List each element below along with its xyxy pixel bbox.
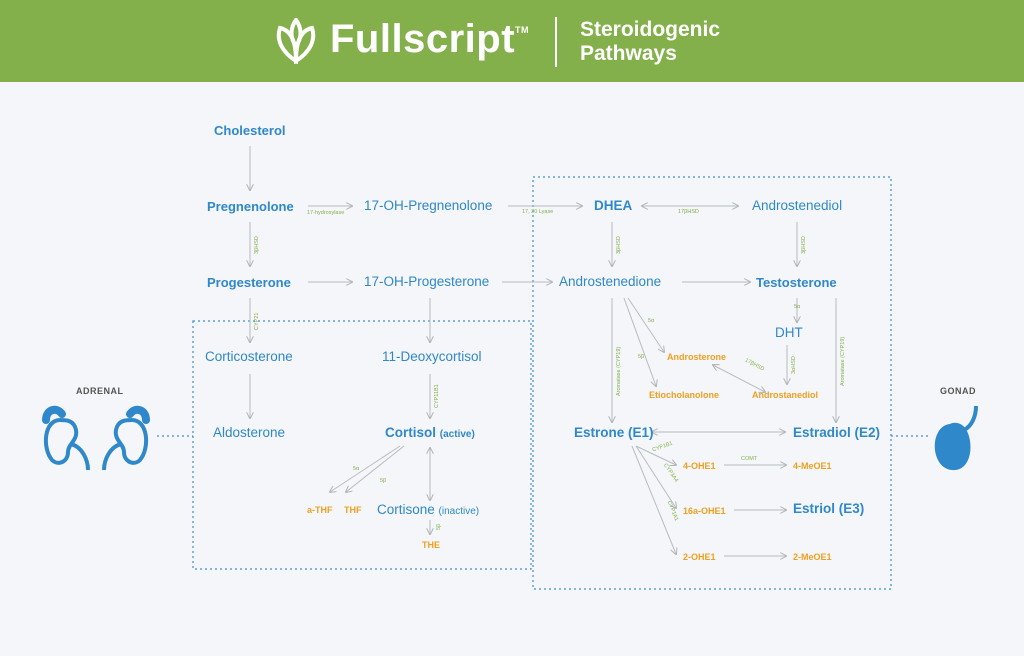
- node-2-ohe1: 2-OHE1: [683, 552, 716, 562]
- enzyme-cyp11b1: CYP11B1: [434, 384, 440, 408]
- node-estrone: Estrone (E1): [574, 425, 654, 440]
- enzyme-5a-andro: 5α: [648, 318, 655, 324]
- node-androsterone: Androsterone: [667, 352, 727, 362]
- node-dhea: DHEA: [594, 198, 633, 213]
- node-pregnenolone: Pregnenolone: [207, 199, 294, 214]
- node-estradiol: Estradiol (E2): [793, 425, 881, 440]
- node-cortisone: Cortisone (inactive): [377, 502, 480, 517]
- gonad-label: GONAD: [940, 386, 976, 396]
- enzyme-5b-the: 5β: [436, 523, 442, 530]
- node-androstenediol: Androstenediol: [752, 198, 843, 213]
- node-estriol: Estriol (E3): [793, 501, 865, 516]
- node-the: THE: [422, 540, 440, 550]
- node-a-thf: a-THF: [307, 505, 333, 515]
- leaf-logo-icon: [276, 18, 316, 64]
- node-androstenedione: Androstenedione: [559, 274, 662, 289]
- node-11-deoxycortisol: 11-Deoxycortisol: [382, 349, 482, 364]
- enzyme-5a-cort: 5α: [353, 466, 360, 472]
- enzyme-5a-testo: 5α: [794, 304, 801, 310]
- node-testosterone: Testosterone: [756, 275, 837, 290]
- enzyme-3bhsd-left: 3βHSD: [254, 236, 260, 254]
- page-title: Steroidogenic Pathways: [580, 18, 721, 65]
- node-cortisol: Cortisol (active): [385, 425, 475, 440]
- header-divider: [555, 17, 557, 67]
- node-thf: THF: [344, 505, 362, 515]
- enzyme-3ahsd: 3αHSD: [791, 356, 797, 374]
- node-17-oh-pregnenolone: 17-OH-Pregnenolone: [364, 198, 493, 213]
- node-dht: DHT: [775, 325, 803, 340]
- enzyme-17-hydroxylase: 17-hydroxylase: [307, 210, 345, 216]
- pathway-arrows: [250, 146, 836, 556]
- enzyme-3bhsd-diol: 3βHSD: [801, 236, 807, 254]
- enzyme-17-20-lyase: 17, 20 Lyase: [522, 209, 554, 215]
- node-etiocholanolone: Etiocholanolone: [649, 390, 720, 400]
- node-16a-ohe1: 16a-OHE1: [683, 506, 726, 516]
- node-cholesterol: Cholesterol: [214, 123, 286, 138]
- enzyme-3bhsd-dhea: 3βHSD: [616, 236, 622, 254]
- enzyme-5b-andro: 5β: [638, 354, 645, 360]
- node-4-ohe1: 4-OHE1: [683, 461, 716, 471]
- gonad-icon: [934, 405, 978, 470]
- node-progesterone: Progesterone: [207, 275, 291, 290]
- brand-name: FullscriptTM: [330, 17, 530, 61]
- enzyme-aromatase-right: Aromatase (CYP19): [840, 336, 846, 386]
- enzyme-5b-cort: 5β: [380, 478, 387, 484]
- node-corticosterone: Corticosterone: [205, 349, 293, 364]
- node-androstanediol: Androstanediol: [752, 390, 819, 400]
- enzyme-17bhsd-top: 17βHSD: [678, 209, 699, 215]
- adrenal-kidney-icon: [42, 405, 150, 471]
- node-aldosterone: Aldosterone: [213, 425, 286, 440]
- node-4-meoe1: 4-MeOE1: [793, 461, 832, 471]
- enzyme-aromatase-left: Aromatase (CYP19): [616, 346, 622, 396]
- dotted-regions: [157, 176, 930, 590]
- enzyme-comt: COMT: [741, 456, 758, 462]
- node-17-oh-progesterone: 17-OH-Progesterone: [364, 274, 490, 289]
- adrenal-label: ADRENAL: [76, 386, 124, 396]
- header-bar: FullscriptTM Steroidogenic Pathways: [0, 0, 1024, 82]
- enzyme-cyp21: CYP21: [254, 312, 260, 330]
- node-2-meoe1: 2-MeOE1: [793, 552, 832, 562]
